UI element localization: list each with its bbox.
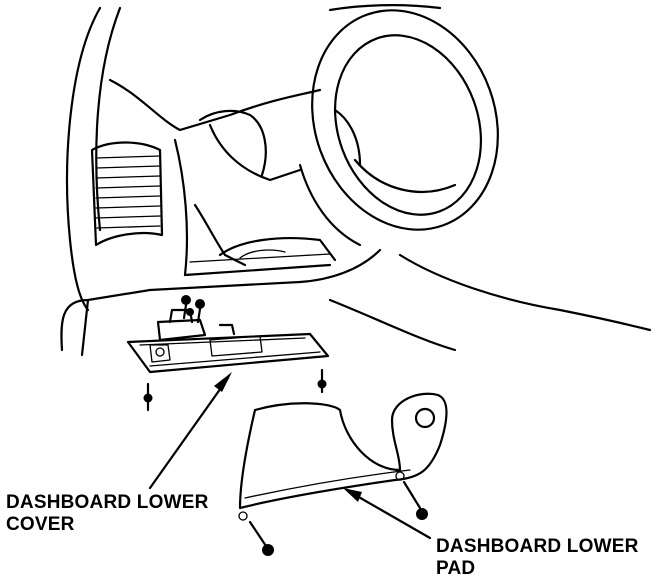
pad-leader-arrow — [343, 488, 432, 540]
pad-label-line2: PAD — [436, 558, 476, 579]
mounting-bolts — [181, 295, 205, 324]
cover-label-line1: DASHBOARD LOWER — [6, 492, 209, 513]
dashboard-lower-cover-part — [126, 308, 330, 374]
cover-label-line2: COVER — [6, 514, 75, 535]
dashboard-lower-pad-label: DASHBOARD LOWER PAD — [436, 536, 639, 580]
dashboard-outline — [60, 4, 652, 357]
cover-leader-arrow — [148, 372, 232, 490]
steering-column — [173, 109, 337, 277]
dashboard-lower-pad-part — [238, 392, 448, 510]
steering-wheel — [298, 9, 499, 247]
cover-screws — [143, 368, 327, 412]
air-vent — [90, 141, 164, 247]
pad-label-line1: DASHBOARD LOWER — [436, 536, 639, 557]
dashboard-lower-cover-label: DASHBOARD LOWER COVER — [6, 492, 209, 536]
pad-screws — [238, 471, 428, 556]
